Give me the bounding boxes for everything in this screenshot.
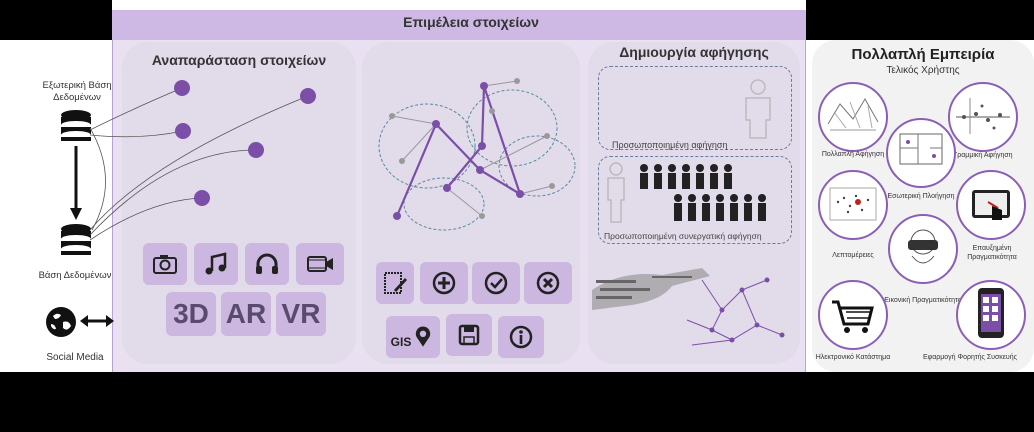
editing-network-graph [378,78,576,231]
e-shop-label: Ηλεκτρονικό Κατάστημα [815,354,891,361]
person-outline-icon [745,79,771,139]
editing-title: Επιμέλεια στοιχείων [403,14,539,30]
letterbox-top-right [806,0,1034,40]
database-label: Βάση Δεδομένων [38,270,112,281]
details-label: Λεπτομέρειες [832,252,874,259]
indoor-navigation-circle[interactable] [886,118,956,188]
gis-pin-icon [416,326,431,347]
letterbox-bottom [0,372,1034,432]
personal-narrative-box [598,66,792,150]
floor-plan-icon [899,133,943,165]
word-hand-network-graphic [592,268,785,346]
save-icon [458,324,480,346]
3d-button[interactable]: 3D [166,292,216,336]
tablet-touch-icon [972,190,1010,220]
camera-button[interactable] [143,243,187,285]
check-circle-icon [484,271,508,295]
save-button[interactable] [446,314,492,356]
external-db-label: Εξωτερική Βάση Δεδομένων [42,80,112,103]
gis-label: GIS [390,335,412,349]
multi-narrative-sketch-icon [827,98,879,131]
gis-button[interactable]: GIS [386,316,440,358]
shopping-cart-icon [832,300,874,333]
social-media-label: Social Media [46,352,104,363]
node-dot [194,190,210,206]
experience-subtitle: Τελικός Χρήστης [886,65,960,76]
video-camera-icon [307,256,333,272]
node-dot [175,123,191,139]
augmented-reality-circle[interactable] [956,170,1026,240]
smartphone-icon [978,288,1004,338]
augmented-reality-label: Επαυξημένη Πραγματικότητα [967,245,1017,261]
data-links-graph [90,80,316,241]
virtual-reality-circle[interactable] [888,214,958,284]
music-button[interactable] [194,243,238,285]
edit-button[interactable] [376,262,414,304]
globe-icon [46,307,76,337]
down-arrow-icon [70,146,82,220]
vr-headset-icon [908,229,938,264]
music-note-icon [205,252,227,275]
info-icon [509,325,533,349]
representation-title: Αναπαράσταση στοιχείων [151,52,327,68]
collaborative-narrative-box [598,156,792,244]
linear-narrative-circle[interactable] [948,82,1018,152]
edit-note-icon [384,272,407,294]
reject-button[interactable] [524,262,572,304]
virtual-reality-label: Εικονική Πραγματικότητα [884,297,962,304]
vr-button[interactable]: VR [276,292,326,336]
plus-circle-icon [432,271,456,295]
personal-narrative-label: Προσωποποιημένη αφήγηση [612,140,728,150]
linear-timeline-icon [956,98,1010,134]
multi-narrative-circle[interactable] [818,82,888,152]
node-dot [300,88,316,104]
add-button[interactable] [420,262,468,304]
mobile-app-circle[interactable] [956,280,1026,350]
node-dot [248,142,264,158]
camera-icon [153,255,177,274]
people-group-icon [607,162,766,223]
node-dot [174,80,190,96]
ar-button[interactable]: AR [221,292,271,336]
main-header-band [112,10,806,40]
database-icon [61,224,91,255]
details-circle[interactable] [818,170,888,240]
info-button[interactable] [498,316,544,358]
database-icon [61,110,91,141]
approve-button[interactable] [472,262,520,304]
linear-narrative-label: Γραμμική Αφήγηση [953,152,1013,159]
letterbox-top-left [0,0,112,40]
close-circle-icon [536,271,560,295]
mobile-app-label: Εφαρμογή Φορητής Συσκευής [922,354,1018,361]
indoor-navigation-label: Εσωτερική Πλοήγηση [887,193,955,200]
video-button[interactable] [296,243,344,285]
bidirectional-arrow-icon [80,315,114,327]
headphones-icon [256,253,278,274]
audio-button[interactable] [245,243,289,285]
multi-narrative-label: Πολλαπλή Αφήγηση [821,151,885,158]
e-shop-circle[interactable] [818,280,888,350]
narrative-title: Δημιουργία αφήγησης [619,44,769,60]
collaborative-narrative-label: Προσωποποιημένη συνεργατική αφήγηση [604,231,762,241]
details-scatter-icon [829,187,877,221]
editing-panel [362,42,580,364]
experience-title: Πολλαπλή Εμπειρία [851,46,995,63]
